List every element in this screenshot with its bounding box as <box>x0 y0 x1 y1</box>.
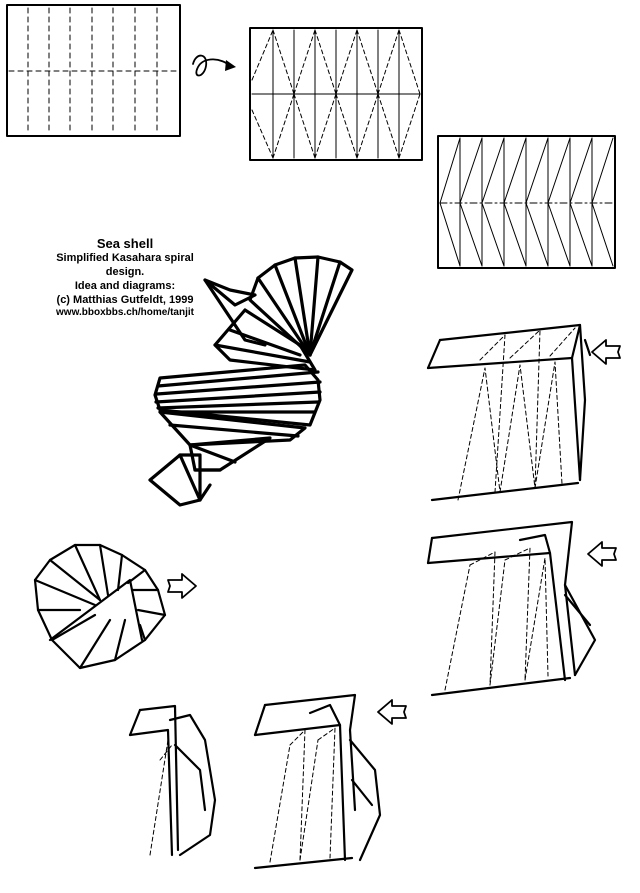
step8-pleat <box>128 704 217 857</box>
caption-credits-label: Idea and diagrams: <box>74 279 176 292</box>
step6-ring <box>33 543 167 670</box>
step5-pleat <box>426 520 597 697</box>
step2-paper <box>249 27 423 161</box>
push-arrow-icon <box>587 541 617 567</box>
diagram-caption: Sea shell Simplified Kasahara spiral des… <box>10 236 240 320</box>
caption-copyright: (c) Matthias Gutfeldt, 1999 <box>56 293 194 306</box>
step1-paper <box>6 4 181 137</box>
finished-sea-shell <box>148 255 354 507</box>
caption-title: Sea shell <box>96 236 154 251</box>
step7-pleat <box>253 693 382 870</box>
step3-paper <box>437 135 616 269</box>
push-arrow-icon <box>167 573 197 599</box>
push-arrow-icon <box>377 699 407 725</box>
turn-over-icon <box>192 54 236 77</box>
step4-pleat <box>426 323 592 502</box>
caption-url: www.bboxbbs.ch/home/tanjit <box>56 307 194 319</box>
caption-subtitle-cont: design. <box>105 266 145 278</box>
push-arrow-icon <box>591 339 621 365</box>
caption-subtitle: Simplified Kasahara spiral <box>56 252 194 265</box>
